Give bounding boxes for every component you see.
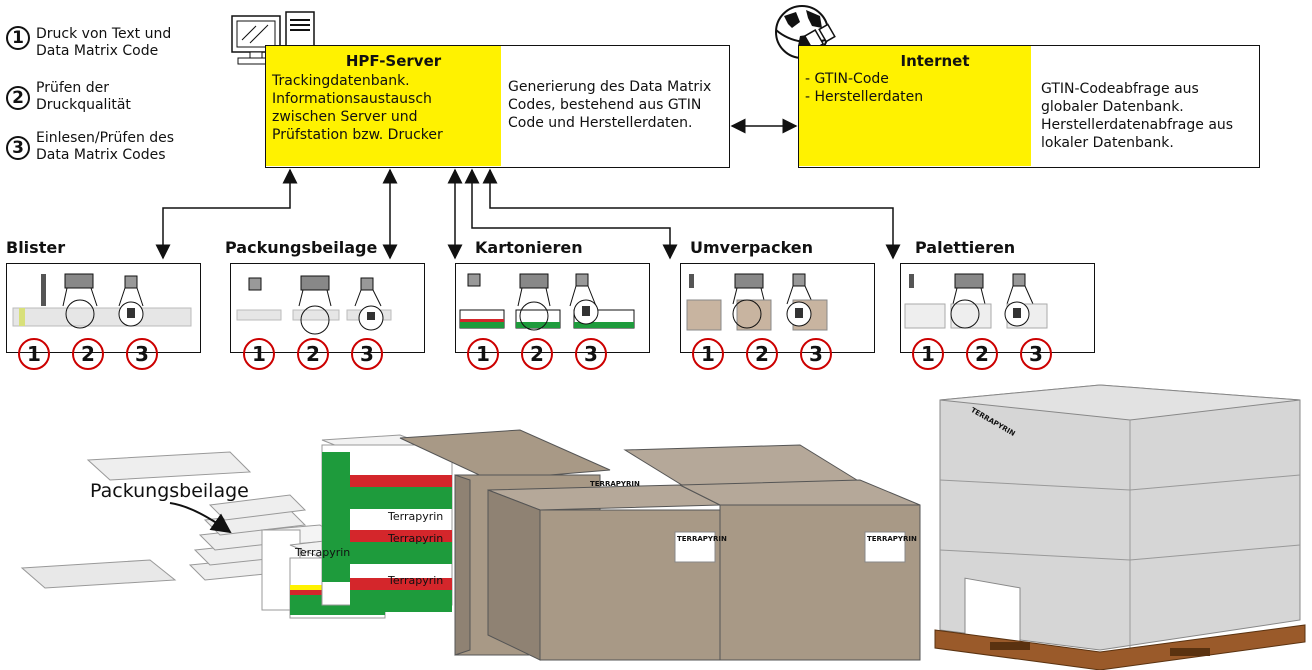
- stage-title-palettieren: Palettieren: [915, 238, 1016, 257]
- legend-text: Druck von Text und Data Matrix Code: [36, 26, 172, 59]
- step-numbers-umverpacken: 1 2 3: [692, 338, 832, 370]
- internet-title: Internet: [900, 52, 970, 70]
- step-numbers-blister: 1 2 3: [18, 338, 158, 370]
- step-1: 1: [243, 338, 275, 370]
- folding-box-stack: [289, 434, 453, 619]
- step-2: 2: [746, 338, 778, 370]
- carton-label-right: TERRAPYRIN: [867, 535, 917, 543]
- step-3: 3: [126, 338, 158, 370]
- carton-label-open: TERRAPYRIN: [590, 480, 640, 488]
- step-2: 2: [521, 338, 553, 370]
- legend-item-2: 2 Prüfen der Druckqualität: [6, 80, 146, 114]
- internet-yellow-panel: Internet - GTIN-Code - Herstellerdaten: [799, 46, 1031, 166]
- internet-right-text: GTIN-Codeabfrage aus globaler Datenbank.…: [1041, 81, 1234, 151]
- step-3: 3: [351, 338, 383, 370]
- server-title: HPF-Server: [345, 52, 442, 70]
- stage-title-packungsbeilage: Packungsbeilage: [225, 238, 378, 257]
- internet-box: Internet - GTIN-Code - Herstellerdaten G…: [798, 45, 1260, 168]
- internet-line-gtin: - GTIN-Code: [805, 71, 889, 87]
- step-1: 1: [912, 338, 944, 370]
- step-numbers-kartonieren: 1 2 3: [467, 338, 607, 370]
- packaging-illustration: [20, 384, 1306, 670]
- step-numbers-packungsbeilage: 1 2 3: [243, 338, 383, 370]
- step-number: 3: [6, 136, 30, 160]
- step-2: 2: [297, 338, 329, 370]
- step-number: 1: [6, 26, 30, 50]
- step-1: 1: [467, 338, 499, 370]
- stage-title-umverpacken: Umverpacken: [690, 238, 814, 257]
- step-3: 3: [1020, 338, 1052, 370]
- legend-text: Einlesen/Prüfen des Data Matrix Codes: [36, 130, 175, 163]
- step-3: 3: [800, 338, 832, 370]
- box-label-terrapyrin-front: Terrapyrin: [295, 546, 351, 559]
- hpf-server-box: HPF-Server Trackingdatenbank. Informatio…: [265, 45, 730, 168]
- step-number: 2: [6, 86, 30, 110]
- server-yellow-panel: HPF-Server Trackingdatenbank. Informatio…: [266, 46, 501, 166]
- step-2: 2: [72, 338, 104, 370]
- server-right-text: Generierung des Data Matrix Codes, beste…: [508, 79, 712, 131]
- arrow-blister: [155, 168, 298, 260]
- box-label-terrapyrin-3: Terrapyrin: [388, 574, 444, 587]
- carton-label-left: TERRAPYRIN: [677, 535, 727, 543]
- legend-text: Prüfen der Druckqualität: [36, 80, 131, 113]
- carton-closed-right: [679, 479, 921, 661]
- pallet-with-cartons: [934, 384, 1306, 670]
- step-1: 1: [692, 338, 724, 370]
- step-3: 3: [575, 338, 607, 370]
- stage-title-blister: Blister: [6, 238, 66, 257]
- step-1: 1: [18, 338, 50, 370]
- packungsbeilage-label: Packungsbeilage: [90, 480, 249, 502]
- legend-item-3: 3 Einlesen/Prüfen des Data Matrix Codes: [6, 130, 196, 164]
- internet-line-hersteller: - Herstellerdaten: [805, 89, 924, 105]
- box-label-terrapyrin-2: Terrapyrin: [388, 532, 444, 545]
- server-left-text: Trackingdatenbank. Informationsaustausch…: [272, 73, 443, 143]
- step-2: 2: [966, 338, 998, 370]
- legend-item-1: 1 Druck von Text und Data Matrix Code: [6, 26, 196, 60]
- arrow-palettieren: [482, 168, 901, 260]
- box-label-terrapyrin-1: Terrapyrin: [388, 510, 444, 523]
- carton-closed-left: [487, 484, 721, 661]
- stage-title-kartonieren: Kartonieren: [475, 238, 583, 257]
- step-numbers-palettieren: 1 2 3: [912, 338, 1052, 370]
